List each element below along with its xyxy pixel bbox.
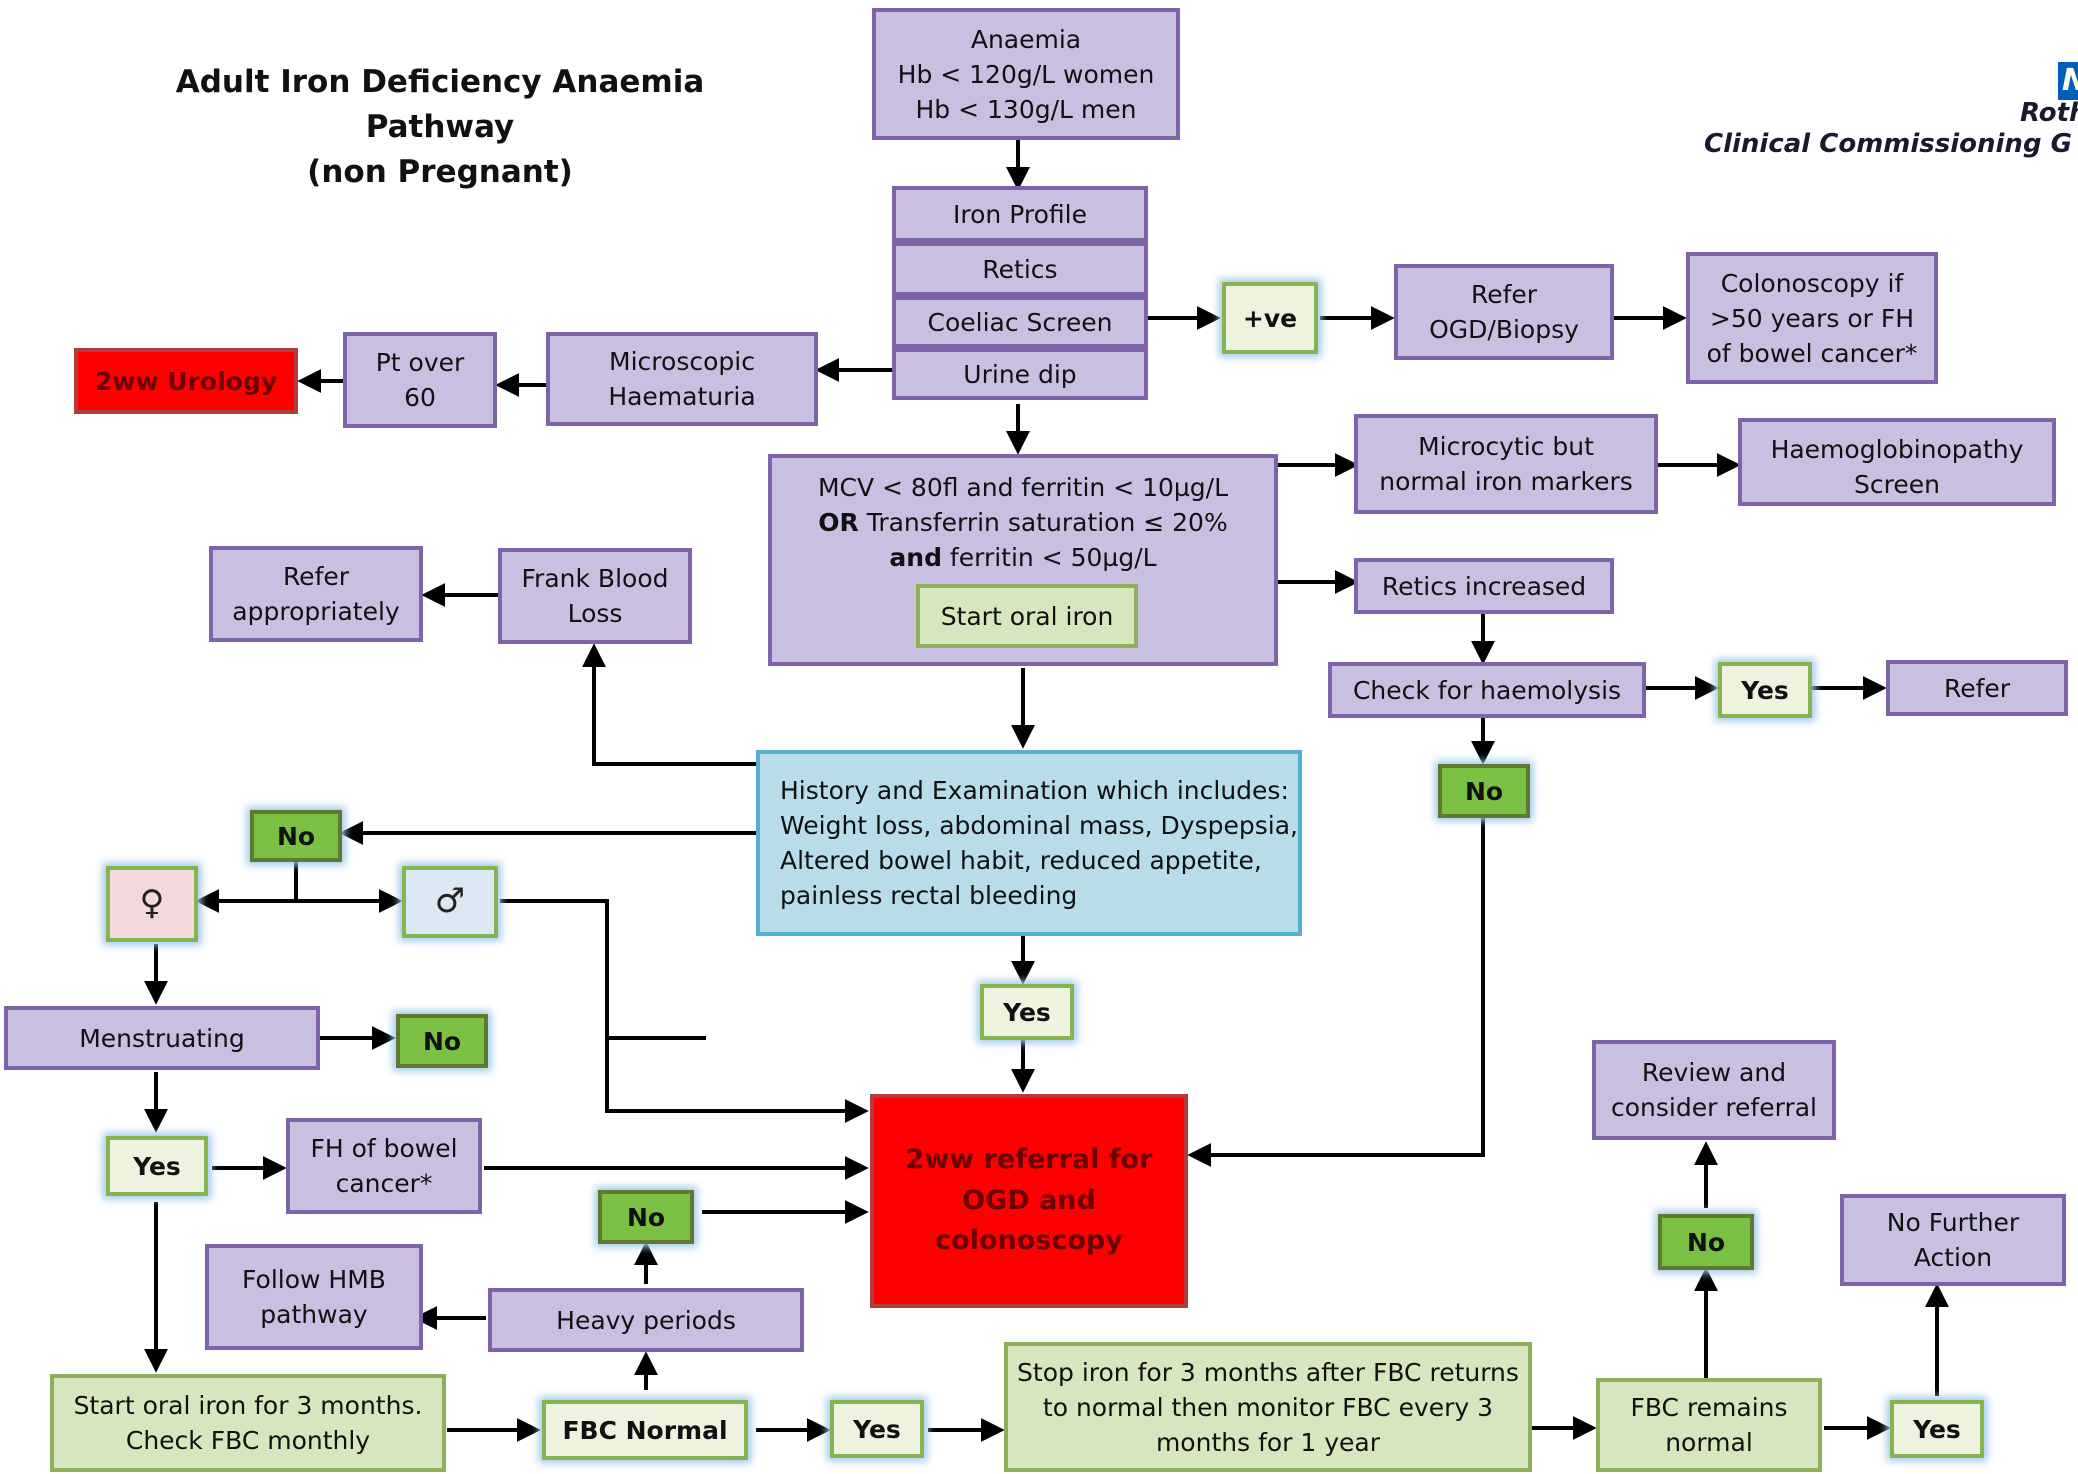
yes-fbc-normal-badge: Yes xyxy=(830,1400,924,1458)
male-icon: ♂ xyxy=(434,881,466,922)
urine-dip-box: Urine dip xyxy=(892,348,1148,400)
refer-box: Refer xyxy=(1886,660,2068,716)
diagnostic-criteria-box: MCV < 80fl and ferritin < 10µg/L OR Tran… xyxy=(768,454,1278,666)
fbc-normal-badge: FBC Normal xyxy=(542,1400,748,1460)
yes-haemolysis-badge: Yes xyxy=(1718,662,1812,718)
referral-2ww-box: 2ww referral for OGD and colonoscopy xyxy=(870,1094,1188,1308)
male-box: ♂ xyxy=(402,866,498,938)
review-referral-box: Review and consider referral xyxy=(1592,1040,1836,1140)
heavy-periods-box: Heavy periods xyxy=(488,1288,804,1352)
no-haemolysis-badge: No xyxy=(1438,764,1530,818)
fh-bowel-cancer-box: FH of bowel cancer* xyxy=(286,1118,482,1214)
pt-over-60-box: Pt over 60 xyxy=(343,332,497,428)
start-oral-iron-3m-box: Start oral iron for 3 months. Check FBC … xyxy=(50,1374,446,1472)
female-icon: ♀ xyxy=(139,883,165,924)
coeliac-screen-box: Coeliac Screen xyxy=(892,296,1148,348)
frank-blood-loss-box: Frank Blood Loss xyxy=(498,548,692,644)
no-heavy-periods-badge: No xyxy=(598,1190,694,1244)
refer-appropriately-box: Refer appropriately xyxy=(209,546,423,642)
check-haemolysis-box: Check for haemolysis xyxy=(1328,662,1646,718)
nhs-logo-icon: N xyxy=(2058,62,2078,100)
yes-menstruating-badge: Yes xyxy=(106,1136,208,1196)
history-examination-box: History and Examination which includes: … xyxy=(756,750,1302,936)
refer-ogd-box: Refer OGD/Biopsy xyxy=(1394,264,1614,360)
colonoscopy-box: Colonoscopy if >50 years or FH of bowel … xyxy=(1686,252,1938,384)
retics-increased-box: Retics increased xyxy=(1354,558,1614,614)
iron-profile-box: Iron Profile xyxy=(892,186,1148,242)
follow-hmb-box: Follow HMB pathway xyxy=(205,1244,423,1350)
arrow-history-to-frank xyxy=(582,643,756,766)
fbc-remains-normal-box: FBC remains normal xyxy=(1596,1378,1822,1472)
arrow-male-to-referral xyxy=(500,899,869,1123)
menstruating-box: Menstruating xyxy=(4,1006,320,1070)
retics-box: Retics xyxy=(892,242,1148,296)
microcytic-box: Microcytic but normal iron markers xyxy=(1354,414,1658,514)
no-menstruating-badge: No xyxy=(396,1014,488,1068)
no-further-action-box: No Further Action xyxy=(1840,1194,2066,1286)
stop-iron-box: Stop iron for 3 months after FBC returns… xyxy=(1004,1342,1532,1472)
start-oral-iron-box: Start oral iron xyxy=(916,584,1138,648)
arrow-no-to-referral xyxy=(1187,818,1485,1167)
ccg-logo: N Rother Clinical Commissioning G xyxy=(1700,62,2078,177)
positive-result-box: +ve xyxy=(1222,282,1318,354)
haemoglobinopathy-box: Haemoglobinopathy Screen xyxy=(1738,418,2056,506)
anaemia-box: Anaemia Hb < 120g/L women Hb < 130g/L me… xyxy=(872,8,1180,140)
female-box: ♀ xyxy=(106,866,198,942)
yes-history-badge: Yes xyxy=(980,984,1074,1040)
microscopic-haematuria-box: Microscopic Haematuria xyxy=(546,332,818,426)
urology-2ww-box: 2ww Urology xyxy=(74,348,298,414)
page-title: Adult Iron Deficiency Anaemia Pathway (n… xyxy=(175,64,705,190)
yes-remains-badge: Yes xyxy=(1890,1400,1984,1458)
no-remains-badge: No xyxy=(1658,1214,1754,1270)
no-history-badge: No xyxy=(250,810,342,862)
